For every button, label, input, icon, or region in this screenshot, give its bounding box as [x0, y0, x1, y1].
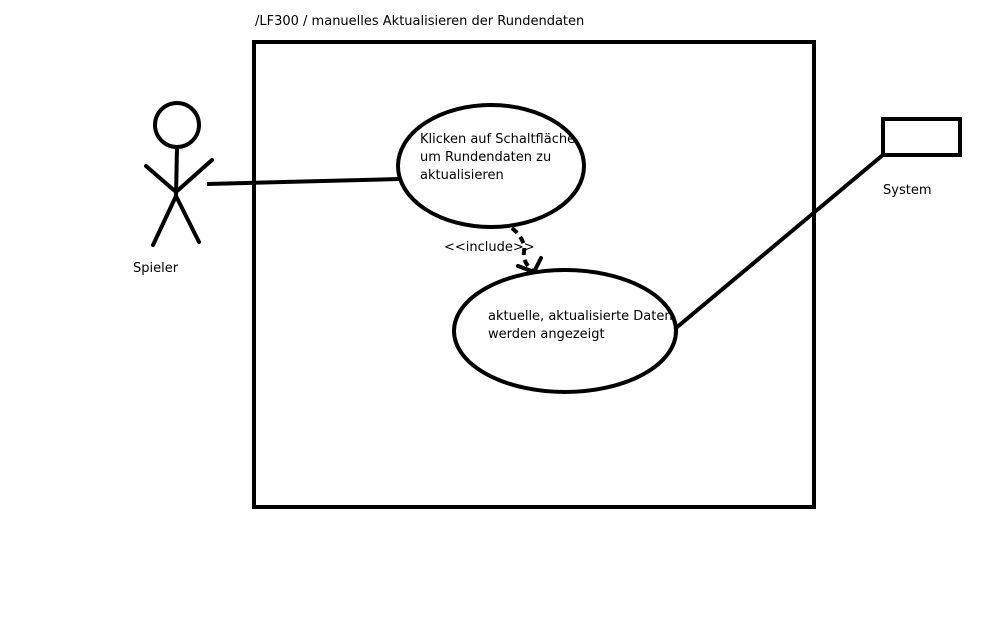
actor-leg-right [174, 194, 201, 244]
association-actor-usecase1 [206, 177, 400, 186]
actor-body [174, 145, 179, 198]
actor-arm-left [144, 164, 178, 194]
system-actor-label: System [883, 183, 932, 198]
use-case-1-line: Klicken auf Schaltfläche [420, 132, 576, 147]
actor-head [153, 101, 201, 149]
system-actor-box [881, 117, 962, 157]
include-dashed-line [510, 226, 536, 274]
actor-arm-right [174, 158, 214, 194]
use-case-1-ellipse [396, 103, 586, 229]
use-case-2-ellipse [452, 268, 678, 394]
include-arrowhead [516, 256, 543, 274]
use-case-2-line: aktuelle, aktualisierte Daten [488, 309, 673, 324]
use-case-2-line: werden angezeigt [488, 327, 605, 342]
actor-stick-figure [144, 101, 214, 247]
association-usecase2-system [674, 152, 886, 330]
use-case-1-line: aktualisieren [420, 168, 504, 183]
system-boundary [252, 40, 816, 509]
use-case-1-text: Klicken auf Schaltfläche um Rundendaten … [420, 131, 590, 185]
diagram-title: /LF300 / manuelles Aktualisieren der Run… [255, 14, 585, 29]
actor-label: Spieler [133, 261, 179, 276]
use-case-2-text: aktuelle, aktualisierte Daten werden ang… [488, 308, 688, 344]
actor-leg-left [151, 194, 178, 247]
use-case-1-line: um Rundendaten zu [420, 150, 552, 165]
include-relation-label: <<include>> [444, 240, 535, 255]
